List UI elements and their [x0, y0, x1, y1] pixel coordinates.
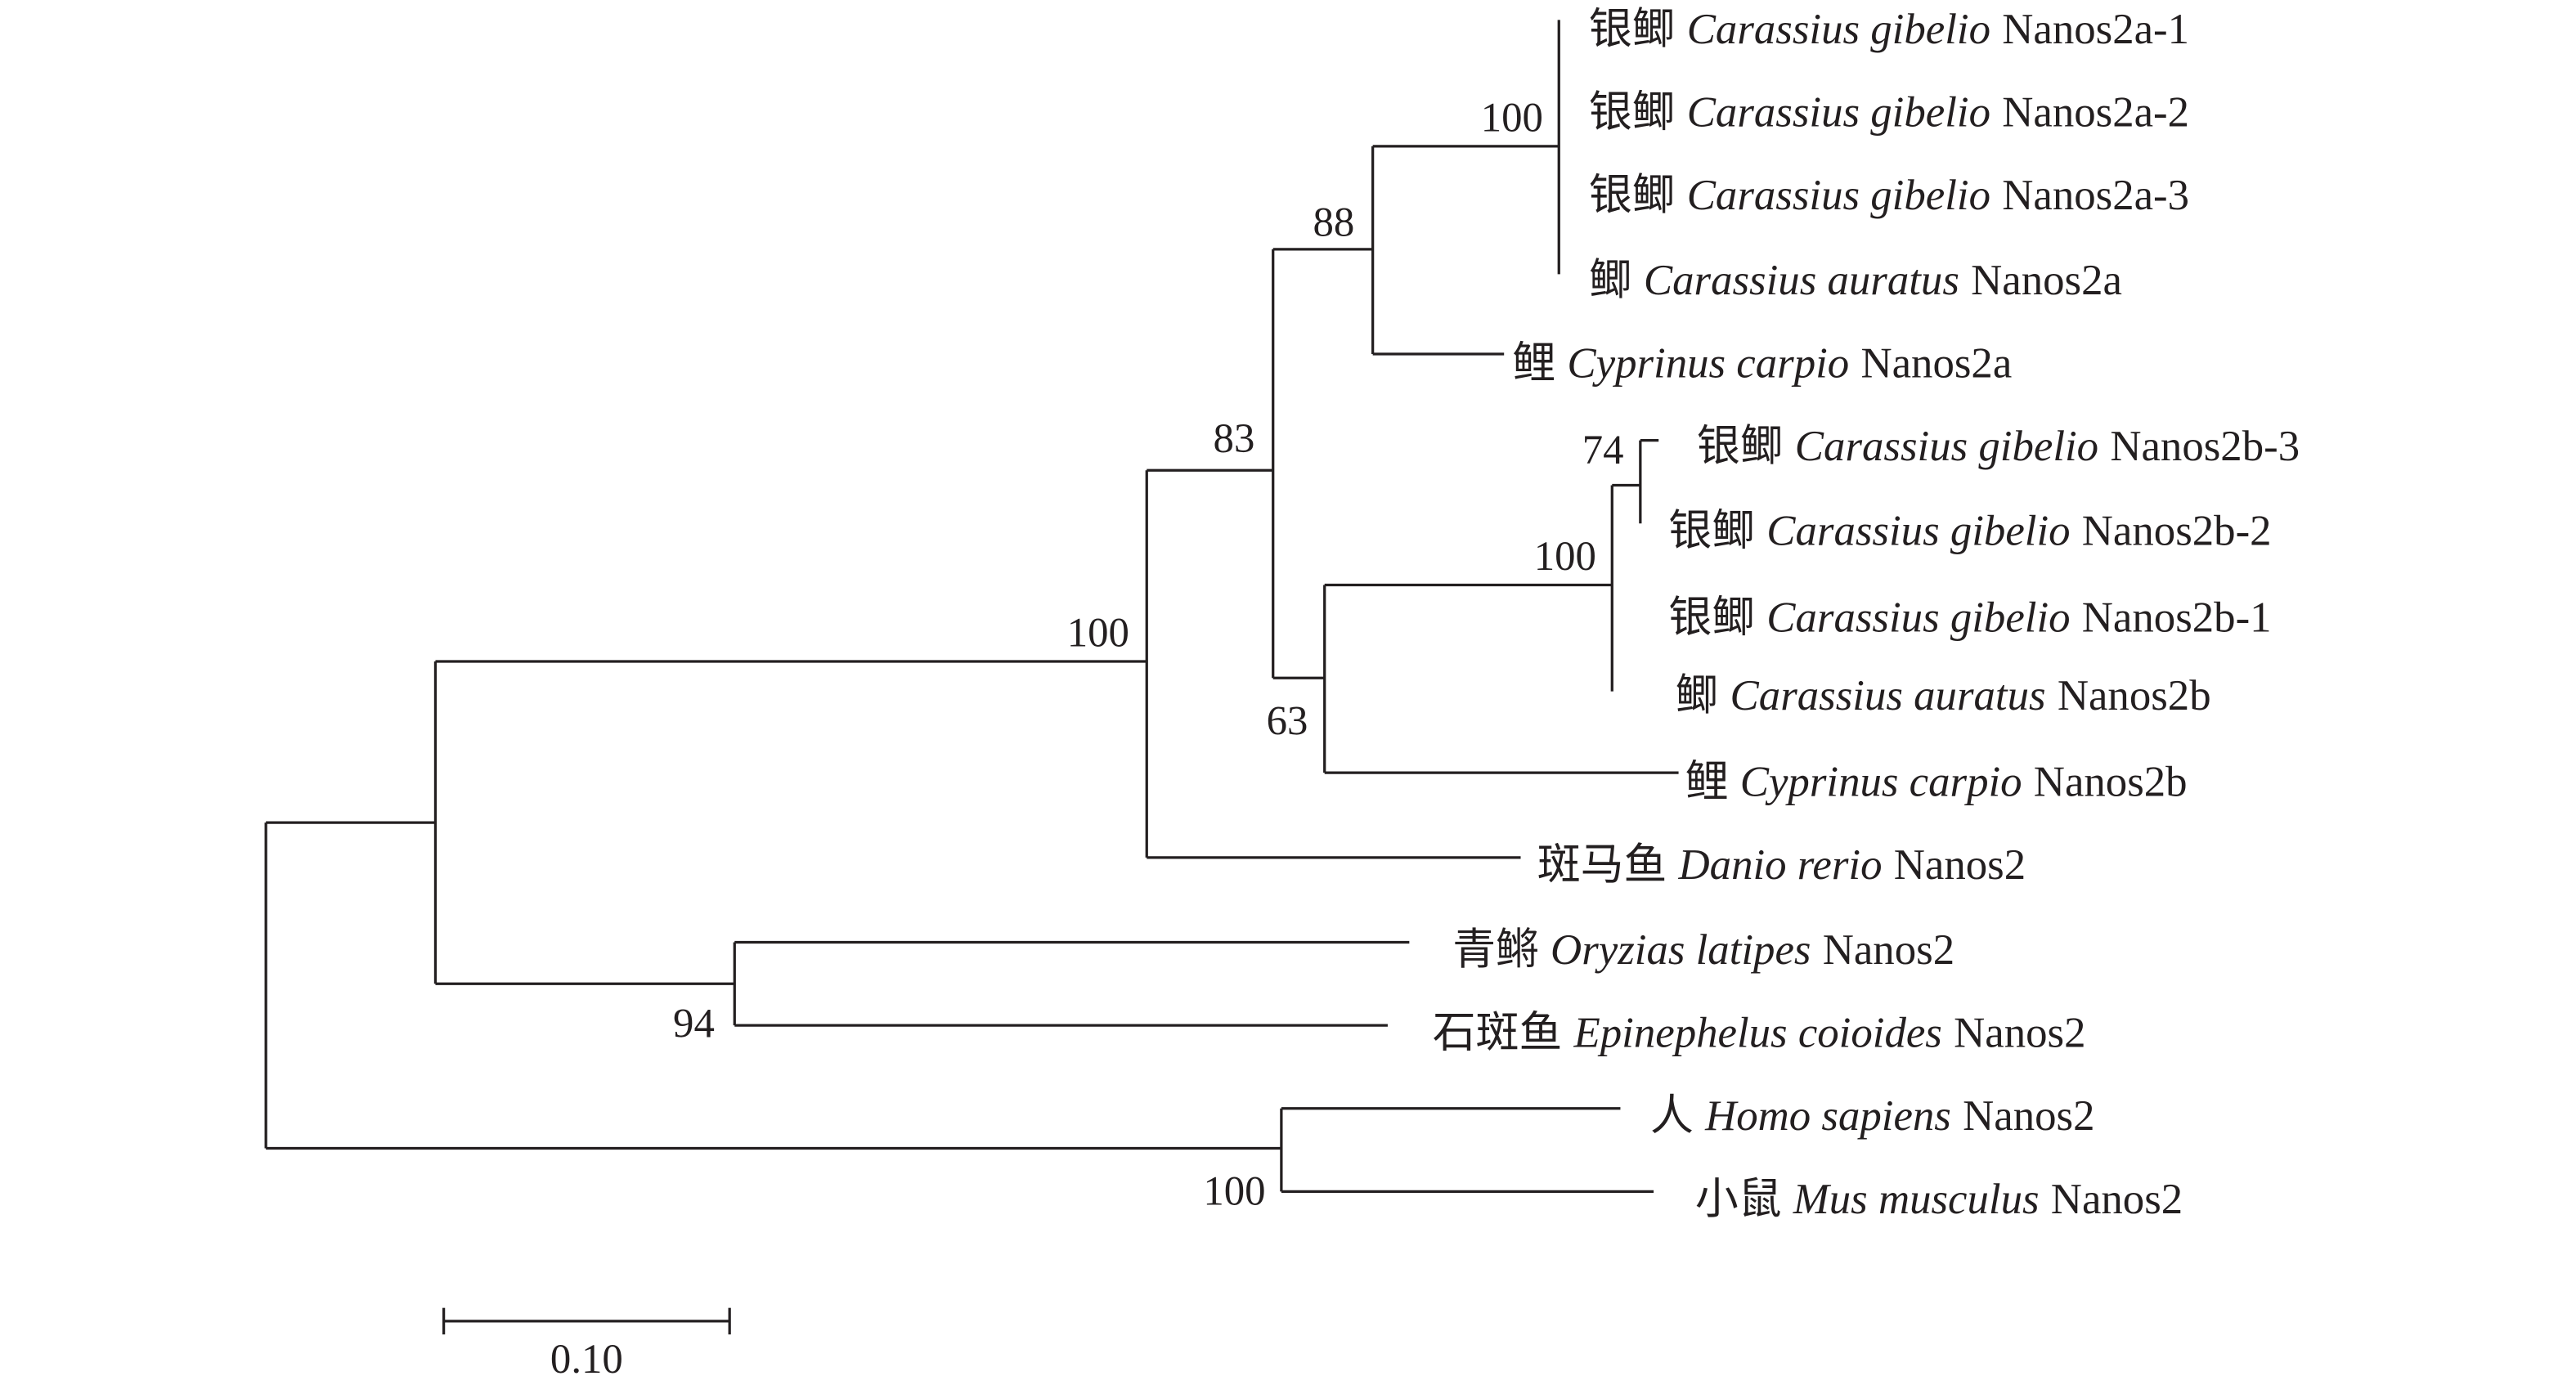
bootstrap-nanos2a-clade: 88	[1313, 199, 1354, 245]
bootstrap-cyprinid-nanos2: 83	[1214, 415, 1255, 461]
bootstrap-nanos2a-gibelio: 100	[1481, 95, 1543, 141]
bootstrap-cyprinidae: 100	[1067, 610, 1129, 656]
taxon-gene: Nanos2b	[2058, 672, 2211, 719]
taxon-chinese-name: 人	[1650, 1092, 1694, 1140]
scale-bar: 0.10	[442, 1307, 731, 1376]
tree-branches	[264, 20, 1679, 1194]
taxon-chinese-name: 银鲫	[1668, 594, 1755, 641]
taxon-gene: Nanos2a-1	[2002, 6, 2189, 53]
bootstrap-nanos2b-clade: 63	[1267, 697, 1308, 743]
taxon-species: Cyprinus carpio	[1567, 339, 1849, 387]
taxon-gene: Nanos2a-2	[2002, 88, 2189, 136]
taxon-species: Carassius gibelio	[1687, 6, 1990, 53]
taxon-species: Danio rerio	[1678, 841, 1883, 889]
taxon-species: Homo sapiens	[1704, 1092, 1951, 1140]
taxon-gene: Nanos2a	[1860, 339, 2012, 387]
taxon-chinese-name: 鲤	[1512, 339, 1555, 387]
taxon-gene: Nanos2a-3	[2002, 172, 2189, 219]
taxon-chinese-name: 鲫	[1589, 257, 1632, 304]
taxon-chinese-name: 银鲫	[1589, 6, 1676, 53]
taxon-gene: Nanos2	[1954, 1010, 2085, 1057]
taxon-gene: Nanos2b-1	[2082, 594, 2272, 641]
taxon-gene: Nanos2	[1963, 1092, 2094, 1140]
bootstrap-nanos2b-gibelio: 100	[1534, 533, 1596, 579]
taxon-gene: Nanos2	[1823, 926, 1954, 974]
taxon-species: Carassius gibelio	[1766, 594, 2070, 641]
taxon-chinese-name: 银鲫	[1589, 172, 1676, 219]
bootstrap-values: 100 88 83 74 100 63 100 94 100	[673, 95, 1623, 1214]
bootstrap-74: 74	[1582, 427, 1624, 473]
taxon-chinese-name: 银鲫	[1668, 508, 1755, 555]
scale-bar-label: 0.10	[550, 1336, 623, 1376]
taxon-gene: Nanos2a	[1971, 257, 2122, 304]
taxon-chinese-name: 斑马鱼	[1537, 841, 1667, 889]
taxon-species: Carassius gibelio	[1795, 423, 2098, 470]
taxon-gene: Nanos2b	[2034, 759, 2188, 806]
taxon-chinese-name: 鲫	[1676, 672, 1719, 719]
taxon-species: Cyprinus carpio	[1740, 759, 2022, 806]
taxon-species: Carassius gibelio	[1687, 172, 1990, 219]
taxon-species: Carassius auratus	[1730, 672, 2046, 719]
taxon-chinese-name: 小鼠	[1695, 1176, 1782, 1223]
taxon-gene: Nanos2b-3	[2110, 423, 2300, 470]
taxon-gene: Nanos2	[1894, 841, 2026, 889]
taxon-species: Carassius gibelio	[1766, 508, 2070, 555]
taxon-chinese-name: 银鲫	[1697, 423, 1784, 470]
taxon-gene: Nanos2	[2051, 1176, 2183, 1223]
taxon-species: Epinephelus coioides	[1573, 1010, 1942, 1057]
taxon-chinese-name: 银鲫	[1589, 88, 1676, 136]
bootstrap-medaka-grouper: 94	[673, 1000, 715, 1046]
taxon-species: Mus musculus	[1793, 1176, 2040, 1223]
taxon-chinese-name: 石斑鱼	[1433, 1010, 1562, 1057]
taxon-label: 鲫 Carassius auratus Nanos2a	[1589, 257, 2122, 304]
taxon-chinese-name: 鲤	[1685, 759, 1729, 806]
taxon-chinese-name: 青鳉	[1452, 926, 1539, 974]
taxon-species: Carassius gibelio	[1687, 88, 1990, 136]
taxon-gene: Nanos2b-2	[2082, 508, 2272, 555]
taxon-species: Oryzias latipes	[1551, 926, 1811, 974]
taxon-species: Carassius auratus	[1644, 257, 1959, 304]
bootstrap-mammals: 100	[1203, 1168, 1265, 1214]
